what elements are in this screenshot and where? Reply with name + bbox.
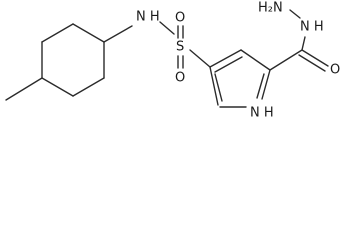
bond [209,49,242,68]
carbohydrazide-group: N H H₂N O [258,1,340,78]
bond [159,21,175,35]
bond [41,77,74,97]
double-bond [214,56,243,73]
double-bond [256,73,265,99]
bond [240,49,271,71]
pyrrole-ring: N H [209,49,274,121]
bond [261,69,271,100]
bond [209,66,219,106]
bond [301,36,306,51]
sulfonamide-group: N H S O O [136,10,211,86]
bond [269,49,303,71]
hydrazide-nh-label: N H [300,20,324,35]
carbonyl-oxygen-label: O [330,63,340,78]
double-bond [298,54,326,72]
methylcyclohexyl-group [5,23,133,101]
methyl-bond [5,77,43,101]
double-bond [214,73,223,102]
oxygen-top-label: O [175,11,185,26]
sulfur-label: S [176,40,184,55]
oxygen-bottom-label: O [175,71,185,86]
bond [289,9,301,19]
pyrrole-nh-label: N H [250,106,274,121]
bond [103,25,133,43]
hydrazide-nh2-label: H₂N [258,1,283,16]
sulfonamide-nh-label: N H [136,10,160,25]
bond [72,23,105,43]
bond [41,23,74,43]
double-bond [301,49,329,67]
chemical-structure: N H S O O N H N H H₂N O [5,1,340,121]
bond [72,77,105,97]
bond [189,49,211,68]
